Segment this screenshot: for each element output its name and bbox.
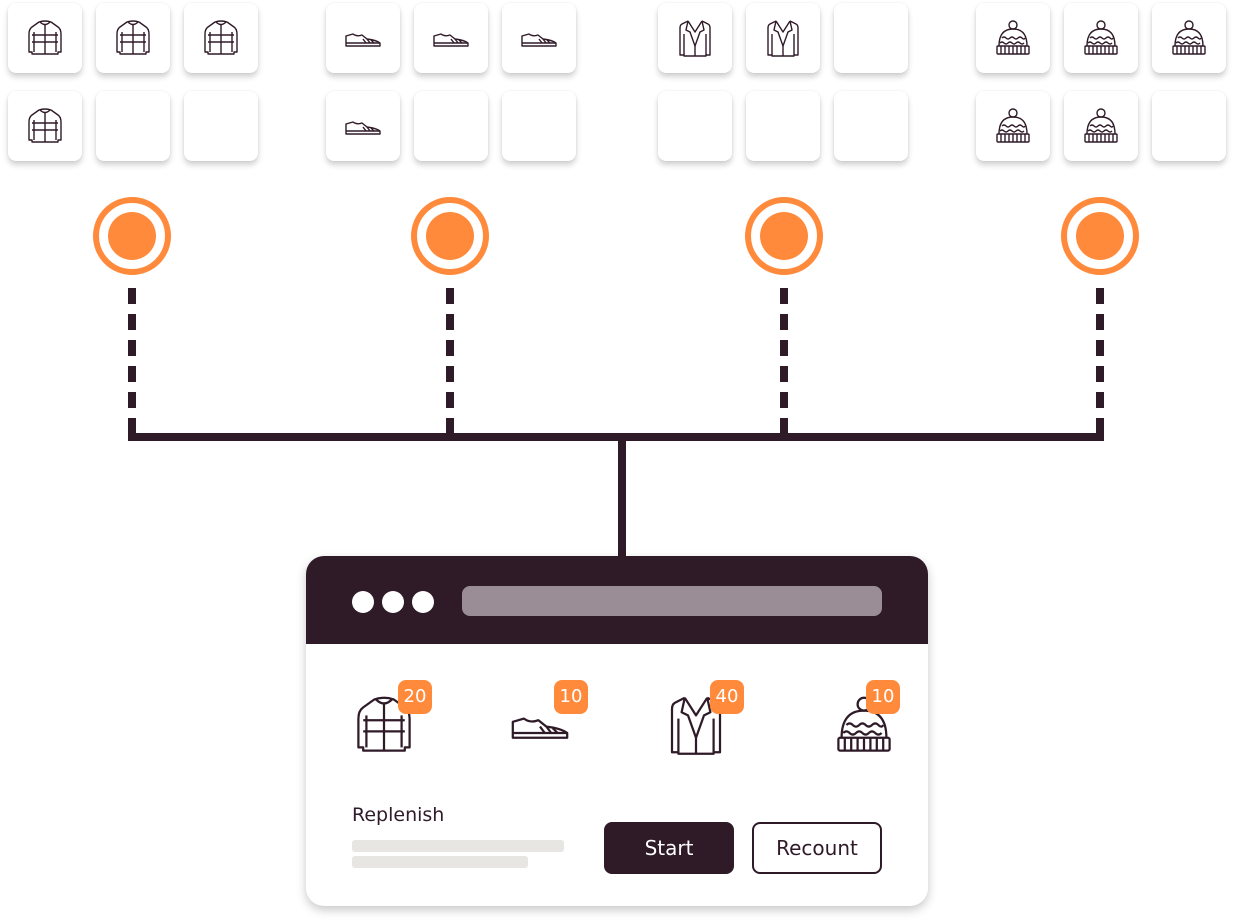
product-beanie[interactable]: 10 bbox=[832, 680, 900, 760]
task-label: Replenish bbox=[352, 804, 445, 826]
window-dot bbox=[352, 591, 374, 613]
shelf-slot bbox=[1152, 3, 1226, 73]
shelf-slot bbox=[1064, 3, 1138, 73]
shelf-slot bbox=[8, 3, 82, 73]
shelf-slot bbox=[658, 91, 732, 161]
shelf-slot bbox=[184, 91, 258, 161]
product-jacket[interactable]: 20 bbox=[352, 680, 432, 760]
shelf-slot bbox=[96, 91, 170, 161]
shelf-slot bbox=[746, 91, 820, 161]
sensor-node bbox=[426, 212, 474, 260]
shelf-slot bbox=[834, 91, 908, 161]
count-badge: 10 bbox=[554, 680, 588, 714]
product-sneaker[interactable]: 10 bbox=[508, 680, 588, 760]
placeholder-line bbox=[352, 840, 564, 852]
app-window: 20 10 40 10 Replenish Start Recount bbox=[306, 556, 928, 906]
shelf-slot bbox=[96, 3, 170, 73]
sensor-node bbox=[108, 212, 156, 260]
shelf-slot bbox=[976, 3, 1050, 73]
address-bar[interactable] bbox=[462, 586, 882, 616]
sensor-nodes bbox=[93, 197, 1139, 437]
shelf-slot bbox=[834, 3, 908, 73]
count-badge: 10 bbox=[866, 680, 900, 714]
count-badge: 20 bbox=[398, 680, 432, 714]
start-button[interactable]: Start bbox=[604, 822, 734, 874]
shelf-slot bbox=[976, 91, 1050, 161]
shelf-slot bbox=[1152, 91, 1226, 161]
shelf-slot bbox=[326, 91, 400, 161]
product-blazer[interactable]: 40 bbox=[664, 680, 744, 760]
window-dot bbox=[382, 591, 404, 613]
window-titlebar bbox=[306, 556, 928, 644]
shelf-slot bbox=[502, 91, 576, 161]
shelf-slot bbox=[8, 91, 82, 161]
shelf-slot bbox=[658, 3, 732, 73]
sensor-node bbox=[760, 212, 808, 260]
shelf-slot bbox=[414, 3, 488, 73]
sensor-node bbox=[1076, 212, 1124, 260]
recount-button[interactable]: Recount bbox=[752, 822, 882, 874]
shelf-slot bbox=[1064, 91, 1138, 161]
shelf-slot bbox=[326, 3, 400, 73]
shelf-slot bbox=[414, 91, 488, 161]
placeholder-line bbox=[352, 856, 528, 868]
shelf-slot bbox=[746, 3, 820, 73]
shelf-slot bbox=[184, 3, 258, 73]
count-badge: 40 bbox=[710, 680, 744, 714]
window-dot bbox=[412, 591, 434, 613]
shelf-slot bbox=[502, 3, 576, 73]
